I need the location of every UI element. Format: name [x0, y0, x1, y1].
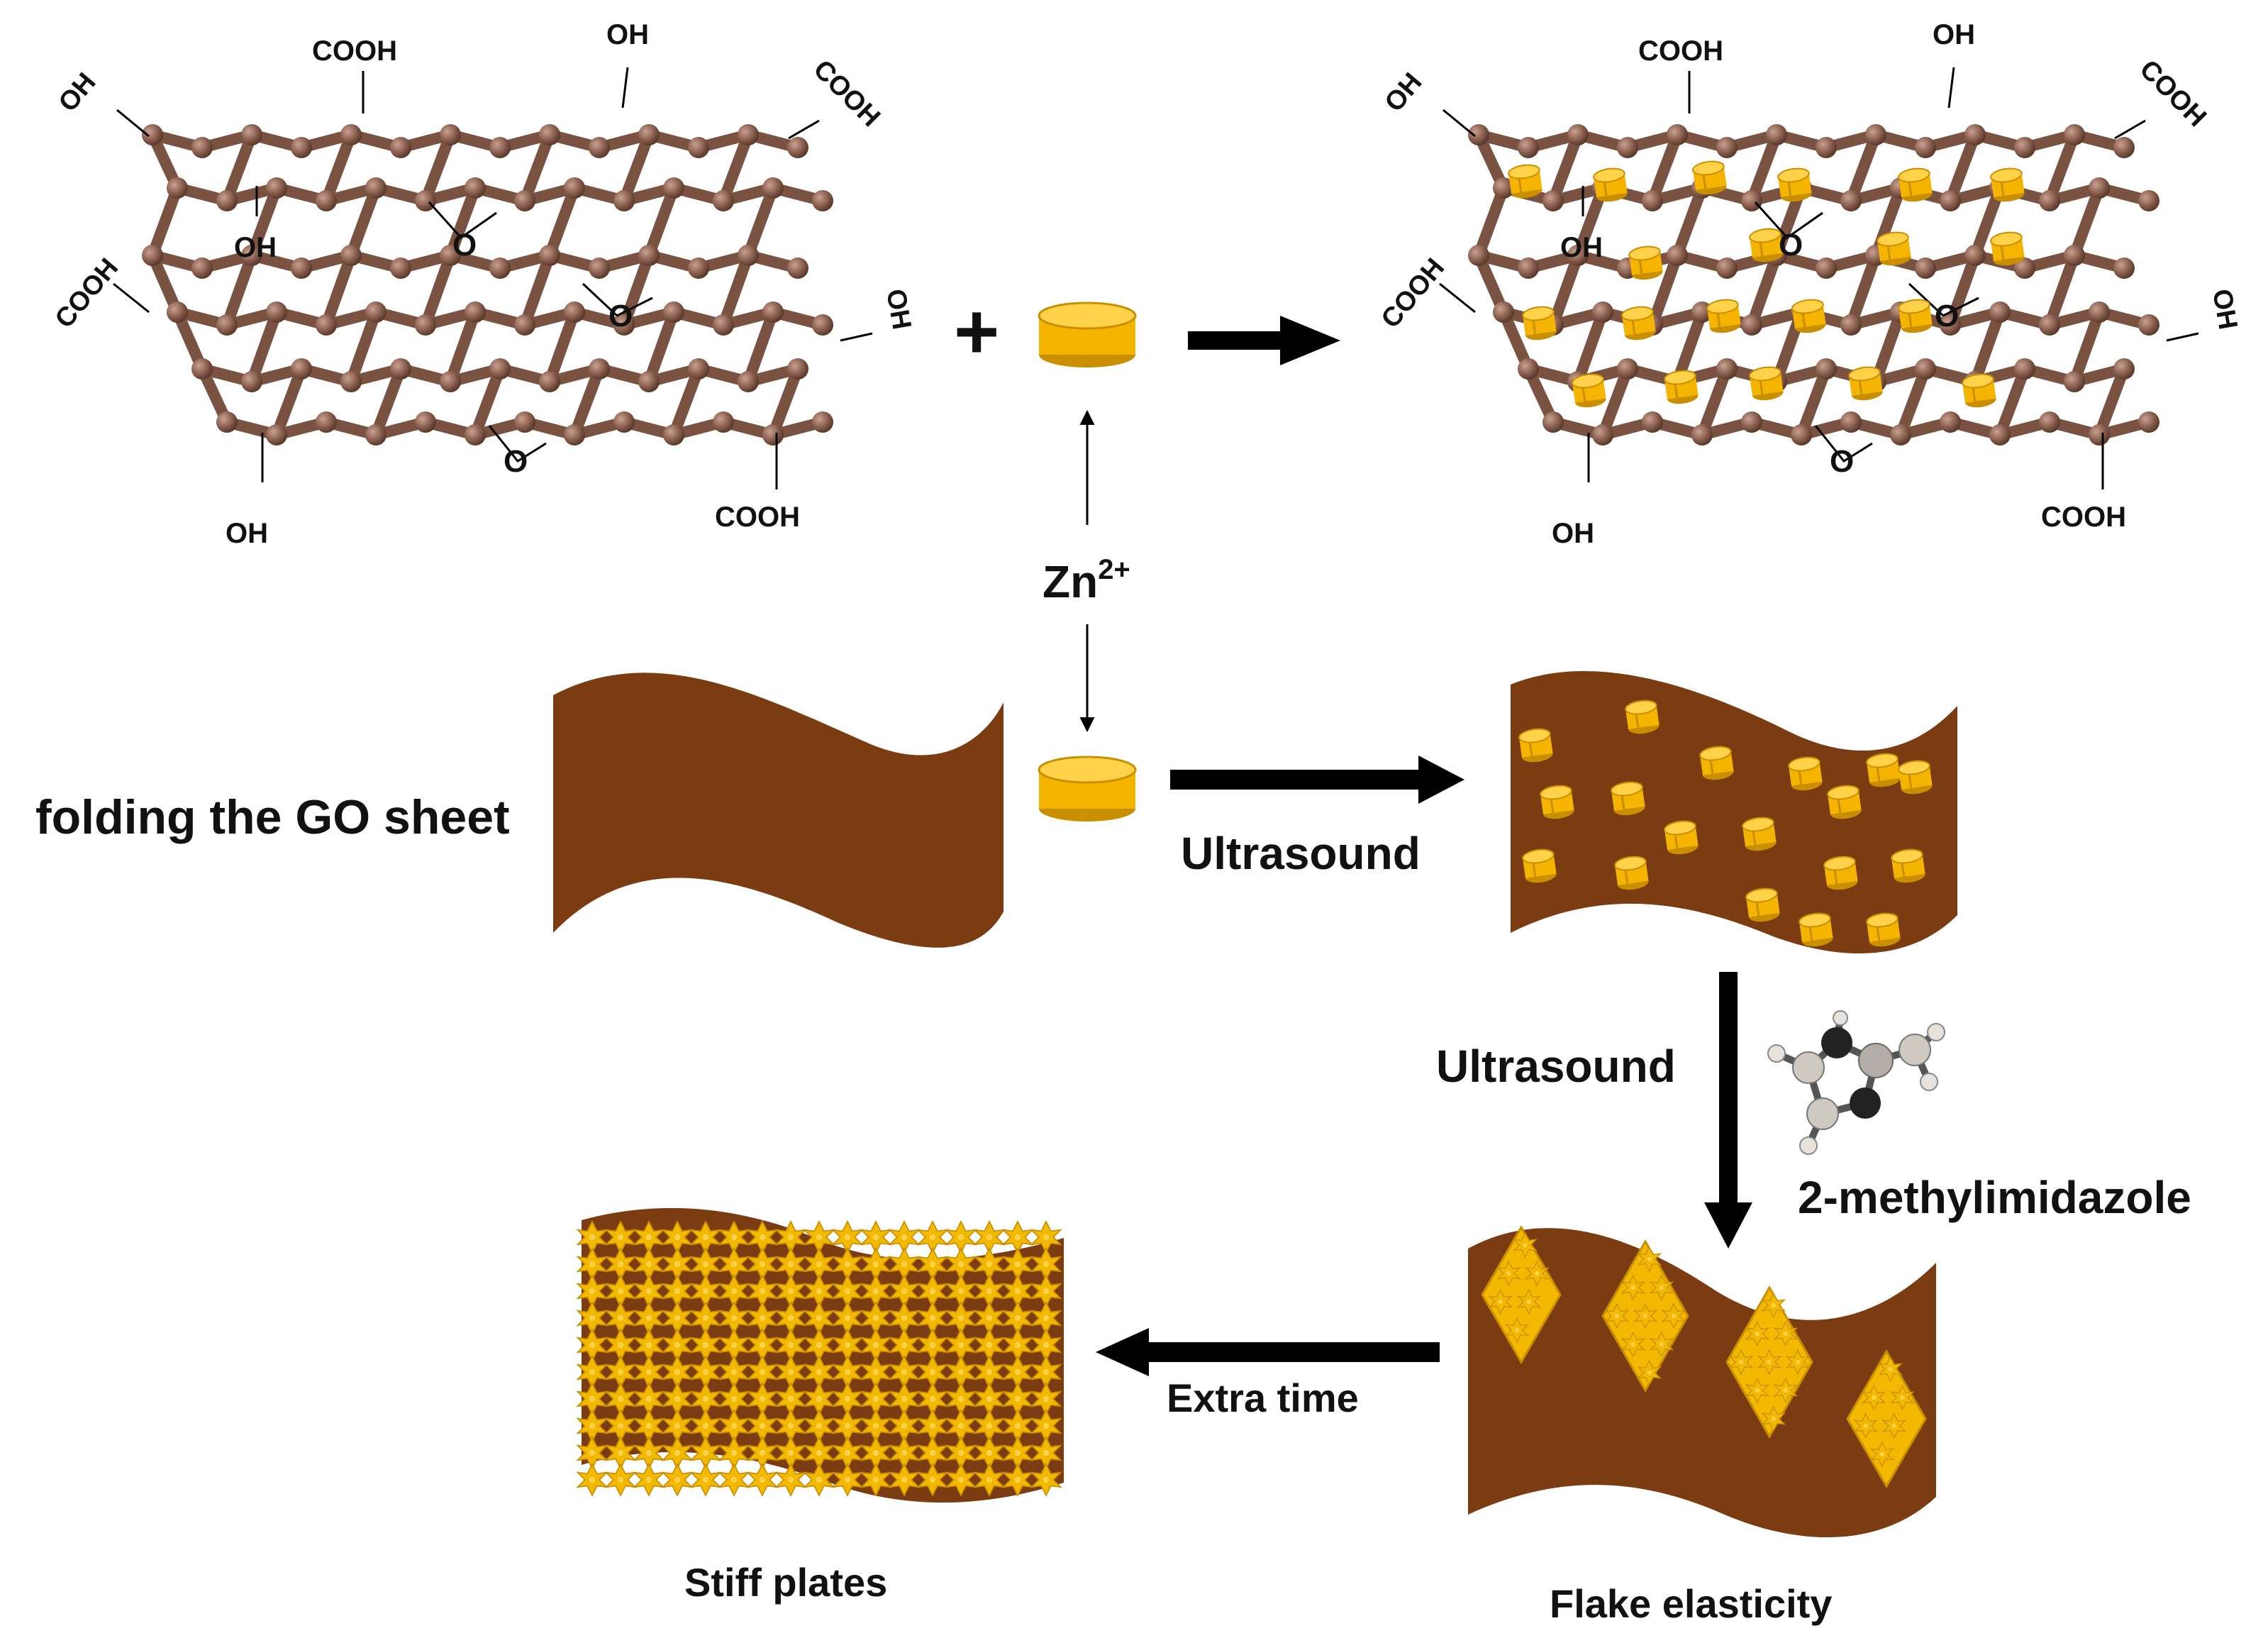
zinc-cylinder-icon [1570, 371, 1608, 411]
oh-label: OH [1933, 19, 1975, 50]
oh-label: OH [2206, 287, 2242, 331]
cooh-label: COOH [1638, 35, 1723, 67]
zinc-cylinder-icon [1960, 371, 1999, 411]
oh-label: OH [880, 287, 916, 331]
zinc-cylinder-icon [1847, 364, 1885, 404]
oh-label: OH [53, 67, 102, 118]
zinc-cylinder-icon [1989, 229, 2027, 269]
zinc-cylinder-icon [1825, 782, 1864, 822]
zinc-cylinder-icon [1705, 297, 1743, 336]
cooh-label: COOH [2041, 502, 2126, 533]
epoxy-o-label: O [1935, 299, 1959, 333]
2-methylimidazole-molecule-icon [1767, 1010, 1945, 1155]
ultrasound-label: Ultrasound [1436, 1041, 1676, 1092]
go-sheet-folded [553, 673, 1004, 948]
zinc-cylinder-icon [1744, 885, 1782, 925]
zinc-cylinder-icon [1989, 165, 2027, 205]
ultrasound-label: Ultrasound [1181, 828, 1421, 879]
zinc-cylinder-icon [1521, 304, 1559, 343]
flake-elasticity-label: Flake elasticity [1550, 1581, 1832, 1626]
flake-sheet [1468, 1228, 1936, 1538]
reaction-arrow [1188, 316, 1340, 365]
zinc-cylinder-icon [1747, 364, 1786, 404]
reaction-arrow [1704, 972, 1752, 1249]
zinc-cylinder-icon [1538, 782, 1577, 822]
zinc-cylinder-icon [1864, 751, 1903, 790]
oh-label: OH [1379, 67, 1428, 118]
zinc-cylinder-icon [1038, 756, 1137, 821]
carbon-lattice [1468, 124, 2159, 446]
zinc-cylinder-icon [1591, 165, 1630, 205]
linker-label: 2-methylimidazole [1798, 1172, 2191, 1223]
zinc-cylinder-icon [1740, 814, 1779, 854]
zn-charge-label: 2+ [1098, 554, 1130, 585]
zinc-cylinder-icon [1797, 910, 1835, 950]
carbon-lattice [142, 124, 833, 446]
plus-sign: + [954, 288, 999, 375]
extra-time-label: Extra time [1167, 1376, 1359, 1420]
zinc-cylinder-icon [1662, 367, 1701, 407]
zinc-cylinder-icon [1790, 297, 1828, 336]
zinc-cylinder-icon [1506, 162, 1545, 201]
zif8-crystal-cluster [1481, 1225, 1927, 1488]
zinc-cylinder-icon [1691, 158, 1729, 198]
zinc-cylinder-icon [1627, 243, 1665, 283]
cooh-label: COOH [1376, 253, 1450, 333]
zinc-cylinder-icon [1623, 697, 1662, 737]
zinc-cylinder-icon [1620, 304, 1658, 343]
zif8-crystal-layer [577, 1221, 1062, 1496]
zinc-cylinder-icon [1613, 853, 1651, 893]
zinc-cylinder-icon [1521, 846, 1559, 886]
zinc-cylinder-icon [1896, 165, 1935, 205]
epoxy-o-label: O [1830, 444, 1854, 479]
oh-label: OH [606, 19, 649, 50]
reaction-arrow [1096, 1328, 1440, 1376]
zinc-cylinder-icon [1896, 297, 1935, 336]
epoxy-o-label: O [452, 228, 477, 262]
go-lattice-left: OH COOH OH COOH OH O O COOH OH OH O COOH [50, 19, 917, 549]
zinc-cylinder-icon [1864, 910, 1903, 950]
cooh-label: COOH [50, 253, 124, 333]
oh-label: OH [1552, 518, 1594, 549]
svg-text:Zn2+: Zn2+ [1043, 554, 1130, 607]
zinc-cylinder-icon [1662, 818, 1701, 858]
epoxy-o-label: O [504, 444, 528, 479]
zinc-cylinder-icon [1875, 229, 1913, 269]
folding-label: folding the GO sheet [35, 790, 510, 844]
epoxy-o-label: O [1779, 228, 1803, 262]
oh-label: OH [226, 518, 268, 549]
zinc-cylinder-icon [1786, 754, 1825, 794]
zn-label: Zn [1043, 556, 1098, 607]
epoxy-o-label: O [608, 299, 633, 333]
zinc-cylinder-icon [1698, 743, 1736, 783]
zinc-cylinder-icon [1038, 301, 1137, 367]
zinc-cylinder-icon [1896, 758, 1935, 797]
cooh-label: COOH [715, 502, 800, 533]
reaction-arrow [1170, 756, 1464, 804]
zinc-cylinder-icon [1822, 853, 1860, 893]
zinc-cylinder-icon [1517, 726, 1555, 765]
zinc-cylinder-icon [1609, 779, 1647, 819]
zinc-cylinder-icon [1889, 846, 1928, 886]
zn-ion-indicator: Zn2+ [1043, 409, 1130, 733]
cooh-label: COOH [312, 35, 397, 67]
oh-label: OH [234, 232, 277, 263]
stiff-plates-label: Stiff plates [684, 1560, 887, 1605]
oh-label: OH [1560, 232, 1603, 263]
zn-loaded-sheet [1511, 670, 1957, 953]
zn-loaded-go-lattice: OH COOH OH COOH OH O O COOH OH OH O COOH [1376, 19, 2243, 549]
zinc-cylinder-icon [1776, 165, 1814, 205]
